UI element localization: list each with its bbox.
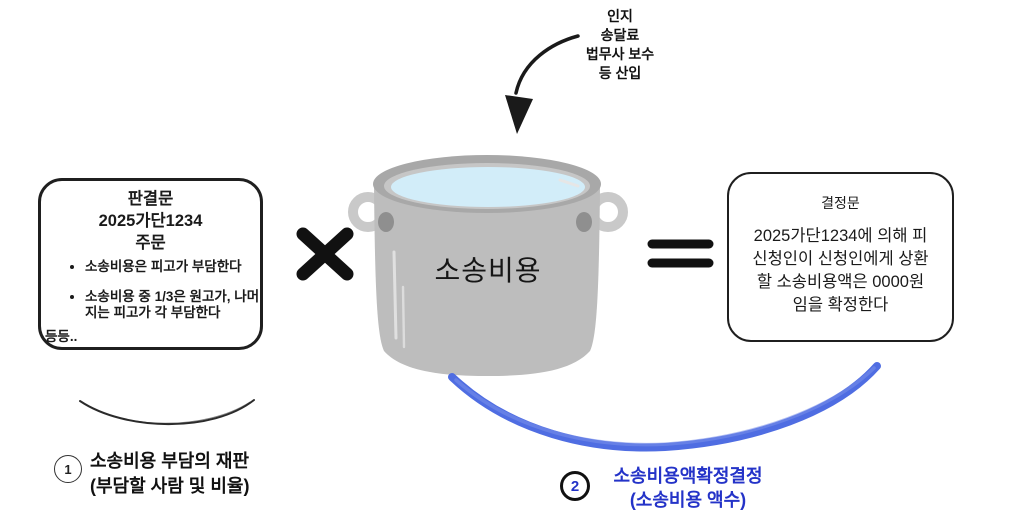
pot-label: 소송비용 — [434, 255, 542, 286]
judgment-case-number: 2025가단1234 — [98, 212, 203, 230]
pot-rivet-right — [576, 212, 592, 232]
judgment-etc: 등등.. — [45, 328, 78, 344]
inflow-arrow-icon — [505, 34, 580, 134]
judgment-bullet: 소송비용은 피고가 부담한다 — [85, 259, 263, 276]
multiply-icon — [296, 227, 354, 281]
inflow-note: 인지 송달료 법무사 보수 등 산입 — [540, 7, 700, 83]
decision-title: 결정문 — [821, 195, 860, 211]
step1-number: 1 — [64, 461, 72, 477]
judgment-title: 판결문 — [127, 190, 174, 208]
step1-label: 소송비용 부담의 재판 (부담할 사람 및 비율) — [90, 449, 249, 499]
inflow-note-line: 송달료 — [600, 27, 640, 43]
judgment-subtitle: 주문 — [135, 234, 166, 252]
pot-body — [374, 186, 600, 376]
judgment-bullet: 소송비용 중 1/3은 원고가, 나머지는 피고가 각 부담한다 — [85, 289, 263, 322]
decision-body-line: 신청인이 신청인에게 상환 — [752, 250, 929, 268]
pot-water — [391, 167, 585, 207]
decision-body-line: 할 소송비용액은 0000원 — [756, 273, 925, 291]
step2-underline — [448, 362, 881, 452]
step2-number: 2 — [570, 477, 580, 495]
decision-body-line: 2025가단1234에 의해 피 — [753, 227, 928, 245]
step2-number-badge: 2 — [560, 471, 590, 501]
inflow-note-line: 인지 — [607, 8, 633, 24]
pot-rivet-left — [378, 212, 394, 232]
decision-box: 결정문 2025가단1234에 의해 피 신청인이 신청인에게 상환 할 소송비… — [727, 172, 954, 342]
pot-highlight — [392, 250, 398, 340]
step1-line1: 소송비용 부담의 재판 — [90, 451, 250, 471]
inflow-note-line: 등 산입 — [598, 65, 642, 81]
step1-number-badge: 1 — [54, 455, 82, 483]
inflow-note-line: 법무사 보수 — [585, 46, 655, 62]
decision-body-line: 임을 확정한다 — [792, 296, 889, 314]
equals-icon — [647, 239, 714, 268]
judgment-bullet-list: 소송비용은 피고가 부담한다 소송비용 중 1/3은 원고가, 나머지는 피고가… — [49, 259, 259, 322]
pot-rim-highlight — [558, 178, 580, 188]
step2-label: 소송비용액확정결정 (소송비용 액수) — [600, 464, 776, 512]
step1-underline — [79, 399, 255, 426]
step2-line1: 소송비용액확정결정 — [613, 466, 763, 486]
step1-line2: (부담할 사람 및 비율) — [90, 476, 250, 496]
pot-illustration — [348, 155, 628, 376]
judgment-box: 판결문 2025가단1234 주문 소송비용은 피고가 부담한다 소송비용 중 … — [38, 178, 263, 350]
step2-line2: (소송비용 액수) — [629, 490, 747, 510]
pot-highlight — [401, 285, 406, 349]
